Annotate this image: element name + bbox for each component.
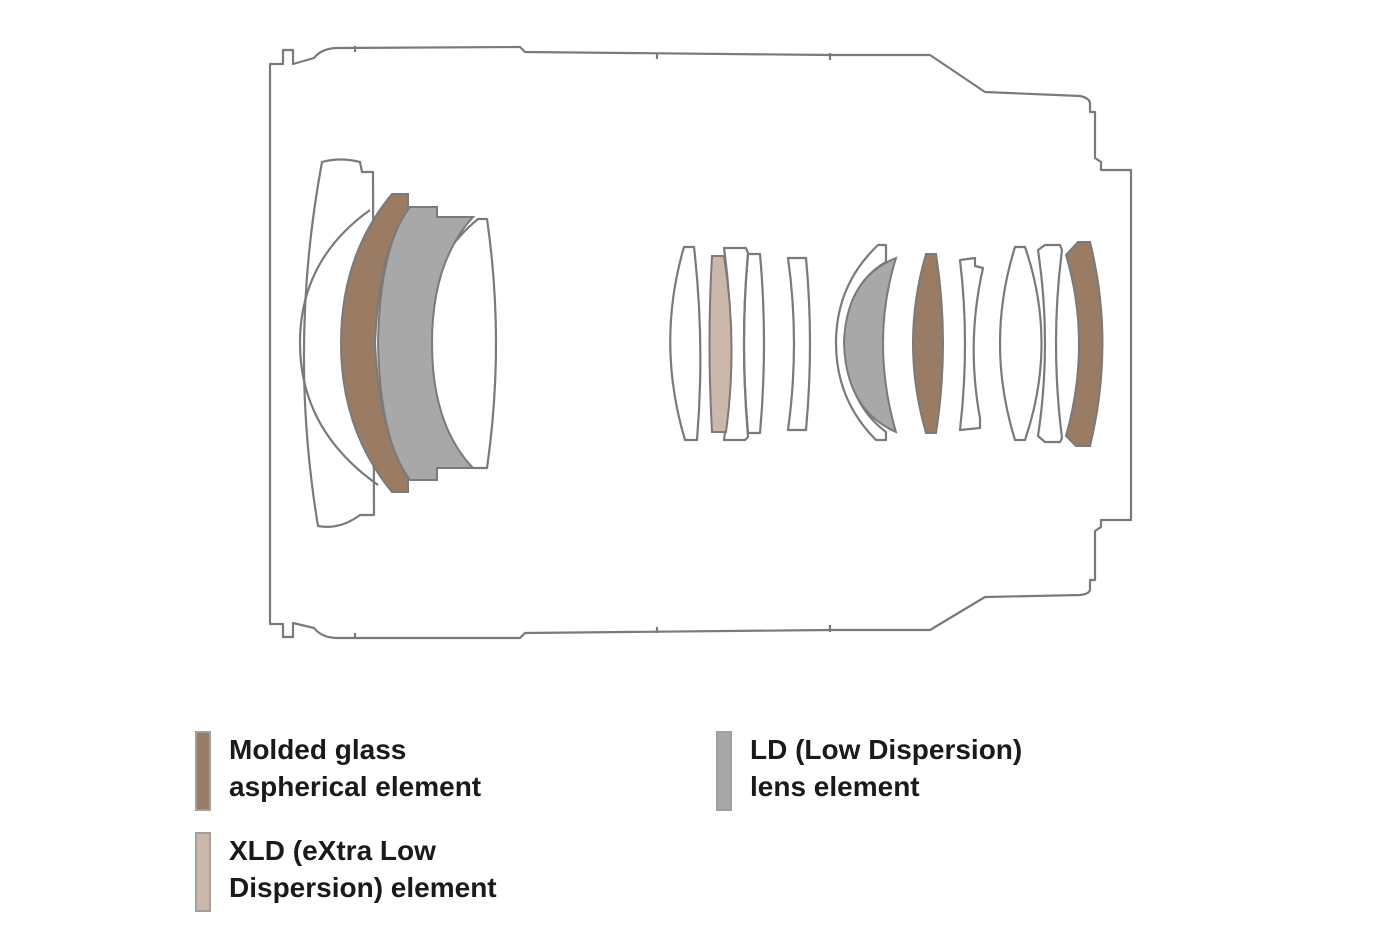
element-2: [339, 193, 409, 493]
legend-label-xld: XLD (eXtra Low Dispersion) element: [229, 832, 497, 906]
barrel-tick-marks: [353, 46, 832, 639]
element-15: [1036, 243, 1064, 444]
legend-item-xld: XLD (eXtra Low Dispersion) element: [195, 832, 497, 912]
legend-label-line: LD (Low Dispersion): [750, 734, 1023, 765]
element-9: [786, 256, 812, 432]
element-11: [842, 256, 898, 434]
element-3: [376, 206, 476, 481]
legend-item-ld: LD (Low Dispersion) lens element: [716, 731, 1022, 811]
legend-label-ld: LD (Low Dispersion) lens element: [750, 731, 1022, 805]
element-13: [958, 256, 985, 432]
element-5: [669, 245, 702, 442]
lens-barrel-outline: [268, 45, 1133, 640]
element-12: [912, 253, 944, 434]
element-16: [1064, 241, 1104, 447]
element-6: [708, 255, 733, 433]
element-14: [998, 245, 1043, 442]
legend-label-molded: Molded glass aspherical element: [229, 731, 481, 805]
legend-label-line: Molded glass: [229, 734, 407, 765]
legend-label-line: lens element: [750, 771, 920, 802]
element-1: [302, 158, 376, 528]
legend-label-line: aspherical element: [229, 771, 482, 802]
legend-item-molded: Molded glass aspherical element: [195, 731, 481, 811]
element-1-inner-curve: [298, 209, 379, 486]
legend-label-line: XLD (eXtra Low: [229, 835, 436, 866]
molded-swatch: [195, 731, 211, 811]
legend-label-line: Dispersion) element: [229, 872, 497, 903]
ld-swatch: [716, 731, 732, 811]
element-8: [742, 252, 766, 435]
xld-swatch: [195, 832, 211, 912]
